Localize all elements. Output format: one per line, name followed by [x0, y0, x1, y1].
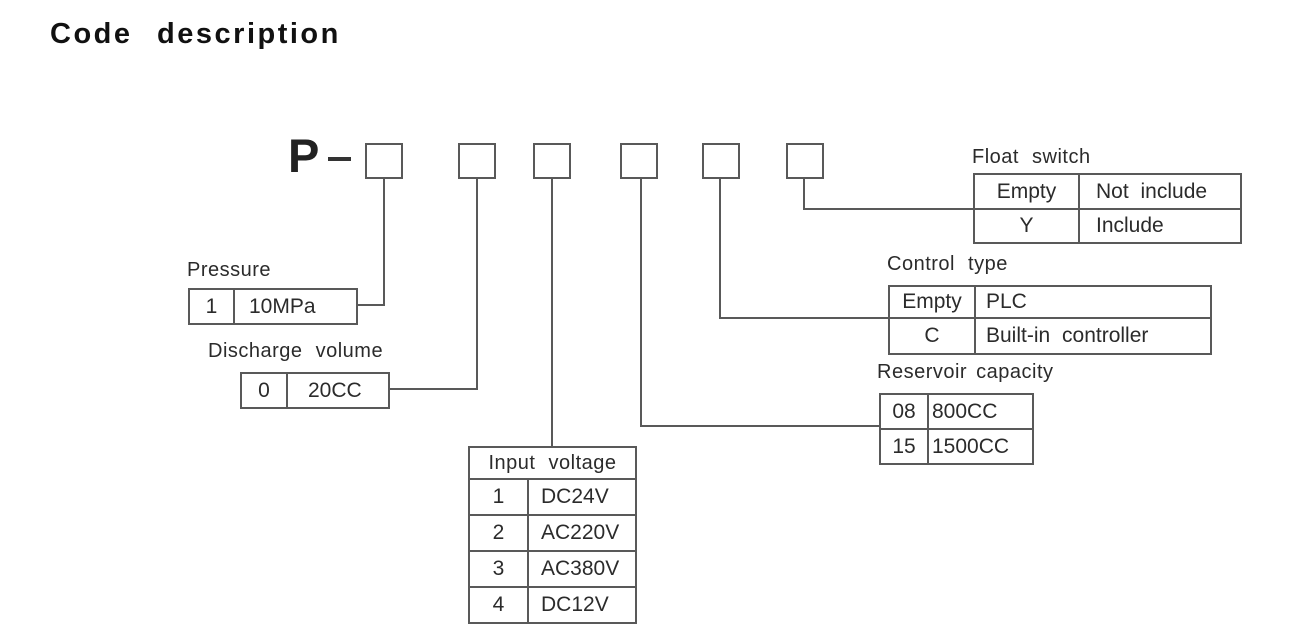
connector-discharge-hline — [388, 388, 478, 390]
float-switch-label: Float switch — [972, 146, 1091, 168]
input-voltage-table: Input voltage 1 DC24V 2 AC220V 3 AC380V … — [468, 446, 637, 624]
table-row: 4 DC12V — [470, 586, 635, 622]
code-cell: 1 — [470, 480, 529, 514]
code-cell: 0 — [242, 374, 288, 407]
discharge-volume-label: Discharge volume — [208, 340, 384, 362]
code-cell: Y — [975, 210, 1080, 242]
connector-reservoir-hline — [640, 425, 880, 427]
pressure-table: 1 10MPa — [188, 288, 358, 325]
code-cell: 3 — [470, 552, 529, 586]
value-cell: 1500CC — [932, 434, 1010, 458]
code-prefix: P — [288, 129, 321, 182]
control-type-label: Control type — [887, 253, 1008, 275]
value-cell: PLC — [986, 290, 1027, 313]
code-box-1 — [365, 143, 403, 179]
code-cell: C — [890, 319, 976, 353]
input-voltage-header: Input voltage — [488, 451, 617, 474]
code-cell: 4 — [470, 588, 529, 622]
connector-float-vline — [803, 178, 805, 210]
table-row: 3 AC380V — [470, 550, 635, 586]
pressure-label: Pressure — [187, 259, 272, 281]
code-cell: 15 — [881, 430, 929, 463]
connector-reservoir-vline — [640, 178, 642, 427]
control-type-table: Empty PLC C Built-in controller — [888, 285, 1212, 355]
value-cell: AC380V — [541, 557, 620, 580]
connector-voltage-vline — [551, 178, 553, 447]
connector-control-vline — [719, 178, 721, 319]
reservoir-capacity-table: 08 800CC 15 1500CC — [879, 393, 1034, 465]
value-cell: Built-in controller — [986, 324, 1149, 347]
value-cell: 10MPa — [249, 294, 316, 318]
table-row: C Built-in controller — [890, 317, 1210, 353]
float-switch-table: Empty Not include Y Include — [973, 173, 1242, 244]
code-cell: 1 — [190, 290, 235, 323]
value-cell: Include — [1096, 214, 1164, 237]
connector-control-hline — [719, 317, 890, 319]
discharge-volume-table: 0 20CC — [240, 372, 390, 409]
code-box-5 — [702, 143, 740, 179]
table-row: Empty PLC — [890, 287, 1210, 317]
code-cell: Empty — [975, 175, 1080, 208]
value-cell: AC220V — [541, 521, 620, 544]
value-cell: DC24V — [541, 485, 609, 508]
value-cell: Not include — [1096, 179, 1208, 203]
value-cell: 800CC — [932, 399, 998, 423]
table-row: 1 DC24V — [470, 478, 635, 514]
code-box-4 — [620, 143, 658, 179]
value-cell: 20CC — [308, 378, 362, 402]
code-cell: 2 — [470, 516, 529, 550]
table-row: 0 20CC — [242, 374, 388, 407]
table-row: Y Include — [975, 208, 1240, 242]
connector-discharge-vline — [476, 178, 478, 390]
code-separator-dash — [328, 157, 351, 161]
table-row: 1 10MPa — [190, 290, 356, 323]
reservoir-capacity-label: Reservoir capacity — [877, 361, 1054, 383]
code-cell: 08 — [881, 395, 929, 428]
page-title: Code description — [50, 18, 341, 50]
table-row: 15 1500CC — [881, 428, 1032, 463]
table-row: Empty Not include — [975, 175, 1240, 208]
code-box-3 — [533, 143, 571, 179]
connector-pressure-hline — [356, 304, 385, 306]
code-box-6 — [786, 143, 824, 179]
table-row: 08 800CC — [881, 395, 1032, 428]
connector-pressure-vline — [383, 178, 385, 306]
code-box-2 — [458, 143, 496, 179]
connector-float-hline — [803, 208, 975, 210]
code-cell: Empty — [890, 287, 976, 317]
table-row: 2 AC220V — [470, 514, 635, 550]
value-cell: DC12V — [541, 593, 609, 616]
